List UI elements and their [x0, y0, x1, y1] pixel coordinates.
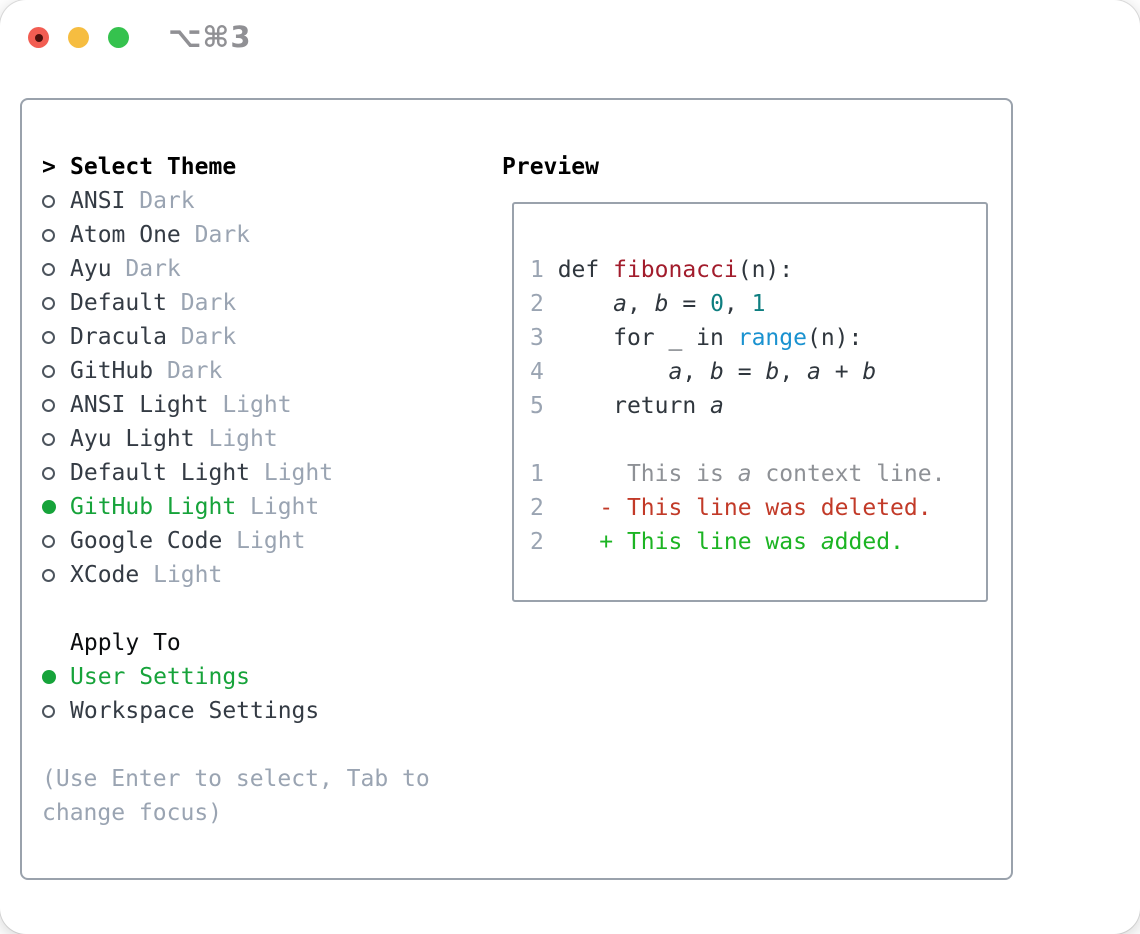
radio-selected-icon [42, 500, 56, 514]
theme-option-google-code[interactable]: Google Code Light [42, 524, 492, 558]
theme-option-xcode[interactable]: XCode Light [42, 558, 492, 592]
radio-icon [42, 296, 55, 310]
theme-variant-tag: Dark [166, 290, 237, 316]
code-line: 5 return a [530, 393, 724, 419]
theme-option-label: GitHub Light [70, 494, 237, 520]
code-line: 3 for _ in range(n): [530, 325, 863, 351]
theme-option-label: XCode [70, 562, 140, 588]
apply-target-option-user-settings[interactable]: User Settings [42, 660, 492, 694]
theme-variant-tag: Light [250, 460, 334, 486]
theme-option-ayu[interactable]: Ayu Dark [42, 252, 492, 286]
theme-option-ayu-light[interactable]: Ayu Light Light [42, 422, 492, 456]
titlebar: ⌥⌘3 [0, 0, 1140, 75]
traffic-lights [28, 27, 129, 48]
theme-option-label: Ayu Light [70, 426, 195, 452]
apply-target-option-label: Workspace Settings [70, 698, 320, 724]
theme-option-ansi-light[interactable]: ANSI Light Light [42, 388, 492, 422]
theme-option-ansi[interactable]: ANSI Dark [42, 184, 492, 218]
code-line: 2 a, b = 0, 1 [530, 291, 766, 317]
preview-box: 1 def fibonacci(n): 2 a, b = 0, 1 3 for _ … [512, 202, 988, 602]
code-line [530, 423, 945, 457]
theme-option-default[interactable]: Default Dark [42, 286, 492, 320]
theme-option-label: GitHub [70, 358, 154, 384]
theme-variant-tag: Dark [166, 324, 237, 350]
radio-icon [42, 466, 55, 480]
code-line: 2 + This line was added. [530, 529, 904, 555]
theme-variant-tag: Light [222, 528, 306, 554]
apply-target-option-label: User Settings [70, 664, 251, 690]
theme-option-label: Dracula [70, 324, 167, 350]
radio-icon [42, 330, 55, 344]
radio-icon [42, 398, 55, 412]
apply-to-label: Apply To [70, 630, 181, 656]
select-theme-header: > Select Theme [42, 150, 492, 184]
radio-selected-icon [42, 670, 56, 684]
radio-icon [42, 194, 55, 208]
radio-icon [42, 228, 55, 242]
radio-icon [42, 432, 55, 446]
close-button[interactable] [28, 27, 49, 48]
theme-variant-tag: Light [139, 562, 223, 588]
theme-option-label: Default Light [70, 460, 251, 486]
zoom-button[interactable] [108, 27, 129, 48]
code-line: 1 def fibonacci(n): [530, 257, 794, 283]
theme-variant-tag: Dark [153, 358, 223, 384]
help-text-line-1: (Use Enter to select, Tab to [42, 766, 430, 792]
apply-target-option-workspace-settings[interactable]: Workspace Settings [42, 694, 492, 728]
spacer-row [42, 592, 492, 626]
theme-variant-tag: Dark [125, 188, 195, 214]
preview-title: Preview [502, 154, 599, 180]
theme-option-label: Atom One [70, 222, 181, 248]
select-theme-label: Select Theme [70, 154, 237, 180]
code-line: 1 This is a context line. [530, 461, 946, 487]
code-line: 4 a, b = b, a + b [530, 359, 877, 385]
window-shortcut-label: ⌥⌘3 [168, 20, 252, 54]
theme-option-github[interactable]: GitHub Dark [42, 354, 492, 388]
theme-variant-tag: Light [236, 494, 320, 520]
theme-variant-tag: Light [194, 426, 278, 452]
theme-option-atom-one[interactable]: Atom One Dark [42, 218, 492, 252]
theme-variant-tag: Dark [111, 256, 181, 282]
minimize-button[interactable] [68, 27, 89, 48]
spacer-row [42, 728, 492, 762]
code-line: 2 - This line was deleted. [530, 495, 932, 521]
cursor-icon: > [42, 154, 56, 180]
radio-icon [42, 364, 55, 378]
radio-icon [42, 534, 55, 548]
theme-option-label: ANSI Light [70, 392, 209, 418]
theme-option-github-light[interactable]: GitHub Light Light [42, 490, 492, 524]
code-preview: 1 def fibonacci(n): 2 a, b = 0, 1 3 for _ … [530, 253, 945, 559]
theme-option-default-light[interactable]: Default Light Light [42, 456, 492, 490]
theme-option-label: ANSI [70, 188, 126, 214]
theme-option-label: Default [70, 290, 167, 316]
theme-option-label: Google Code [70, 528, 223, 554]
radio-icon [42, 704, 55, 718]
theme-option-label: Ayu [70, 256, 112, 282]
close-dot-icon [34, 33, 43, 42]
apply-to-header: Apply To [42, 626, 492, 660]
theme-variant-tag: Dark [180, 222, 251, 248]
radio-icon [42, 568, 55, 582]
theme-option-dracula[interactable]: Dracula Dark [42, 320, 492, 354]
theme-variant-tag: Light [208, 392, 292, 418]
help-text-line-2: change focus) [42, 800, 223, 826]
radio-icon [42, 262, 55, 276]
